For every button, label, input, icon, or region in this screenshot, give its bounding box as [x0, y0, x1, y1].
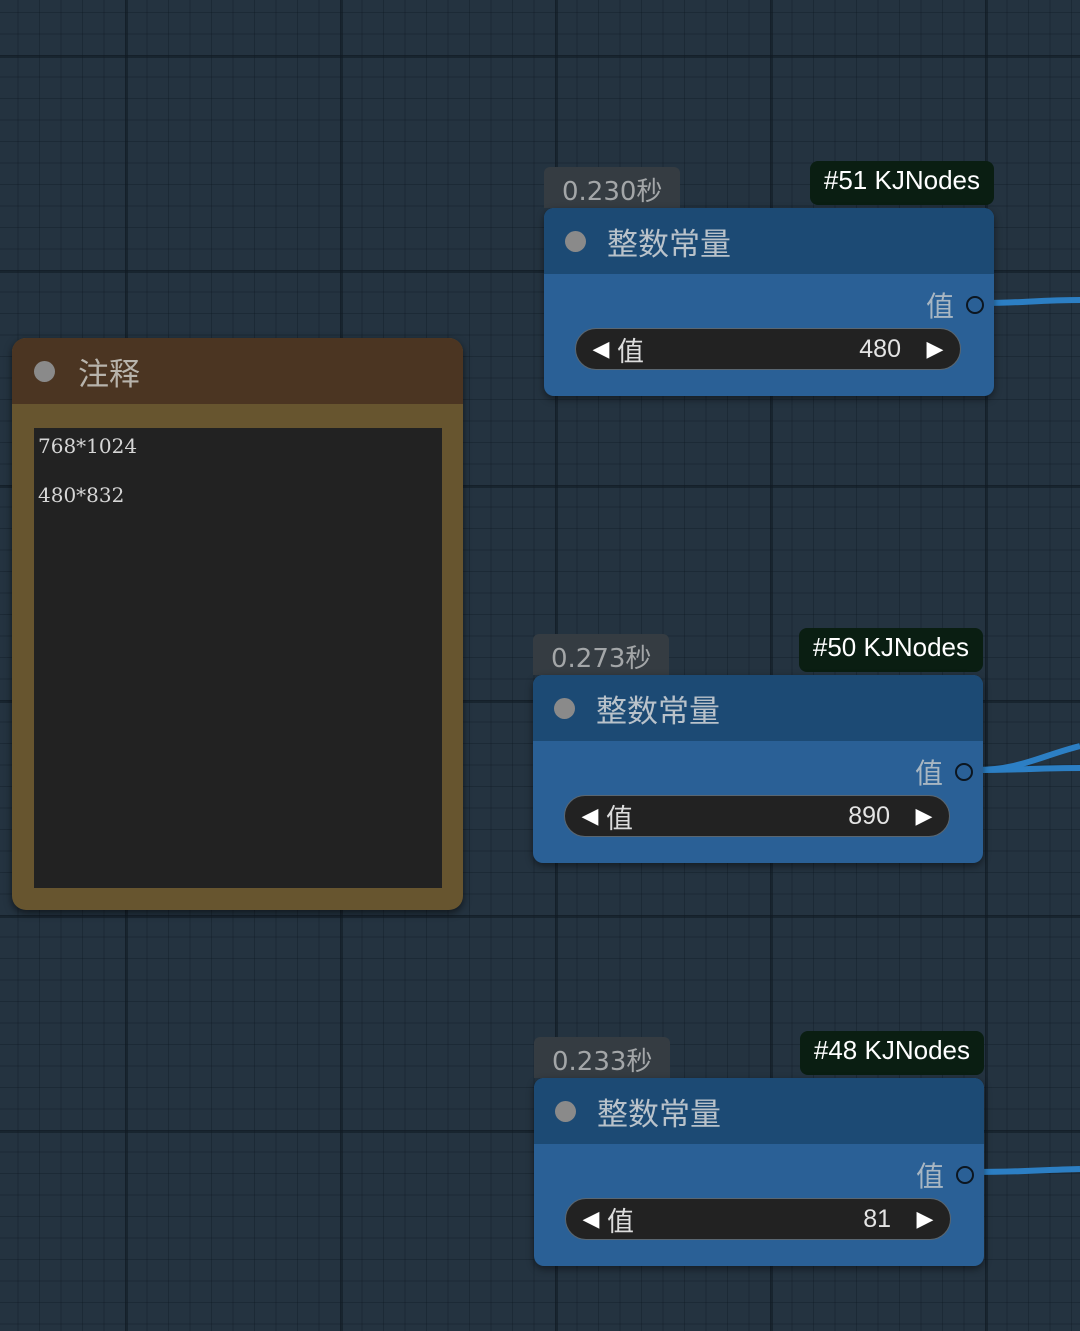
node-title: 整数常量 — [607, 226, 731, 263]
collapse-dot-icon[interactable] — [555, 1100, 576, 1122]
output-row: 值 — [916, 1155, 974, 1195]
increment-arrow-icon[interactable]: ▶ — [916, 1206, 934, 1232]
decrement-arrow-icon[interactable]: ◀ — [581, 803, 599, 829]
node-body[interactable]: 整数常量 值 ◀ 值 81 ▶ — [534, 1078, 984, 1266]
decrement-arrow-icon[interactable]: ◀ — [592, 336, 610, 362]
value-number-widget[interactable]: ◀ 值 890 ▶ — [564, 795, 950, 837]
collapse-dot-icon[interactable] — [554, 697, 575, 719]
node-header[interactable]: 整数常量 — [533, 675, 983, 741]
node-title: 整数常量 — [597, 1096, 721, 1133]
collapse-dot-icon[interactable] — [565, 230, 586, 252]
link-wire[interactable] — [974, 765, 1080, 773]
decrement-arrow-icon[interactable]: ◀ — [582, 1206, 600, 1232]
value-number-widget[interactable]: ◀ 值 81 ▶ — [565, 1198, 951, 1240]
node-id-badge: #51 KJNodes — [809, 161, 994, 205]
node-title: 整数常量 — [596, 693, 720, 730]
increment-arrow-icon[interactable]: ▶ — [926, 336, 944, 362]
node-id-badge: #48 KJNodes — [799, 1031, 984, 1075]
output-row: 值 — [915, 752, 973, 792]
widget-label: 值 — [606, 803, 633, 835]
widget-value[interactable]: 890 — [848, 801, 890, 830]
node-id-badge: #50 KJNodes — [798, 628, 983, 672]
note-node[interactable]: 注释 768*1024 480*832 — [12, 338, 463, 910]
output-label: 值 — [914, 757, 943, 790]
execution-time-badge: 0.273秒 — [533, 634, 670, 675]
output-slot-icon[interactable] — [955, 763, 973, 781]
increment-arrow-icon[interactable]: ▶ — [915, 803, 933, 829]
node-body[interactable]: 整数常量 值 ◀ 值 890 ▶ — [533, 675, 983, 863]
output-row: 值 — [926, 285, 984, 325]
output-label: 值 — [925, 290, 954, 323]
node-header[interactable]: 整数常量 — [544, 208, 994, 274]
link-wire[interactable] — [975, 1166, 1080, 1175]
widget-label: 值 — [617, 336, 644, 368]
output-slot-icon[interactable] — [956, 1166, 974, 1184]
value-number-widget[interactable]: ◀ 值 480 ▶ — [575, 328, 961, 370]
collapse-dot-icon[interactable] — [34, 360, 55, 382]
widget-value[interactable]: 480 — [859, 334, 901, 363]
node-title: 注释 — [78, 356, 140, 393]
node-header[interactable]: 注释 — [12, 338, 463, 404]
node-body[interactable]: 整数常量 值 ◀ 值 480 ▶ — [544, 208, 994, 396]
execution-time-badge: 0.230秒 — [544, 167, 681, 208]
note-textarea[interactable]: 768*1024 480*832 — [34, 428, 442, 888]
output-label: 值 — [915, 1160, 944, 1193]
widget-value[interactable]: 81 — [863, 1204, 891, 1233]
widget-label: 值 — [607, 1206, 634, 1238]
output-slot-icon[interactable] — [966, 296, 984, 314]
node-header[interactable]: 整数常量 — [534, 1078, 984, 1144]
link-wire[interactable] — [984, 297, 1080, 306]
execution-time-badge: 0.233秒 — [534, 1037, 671, 1078]
